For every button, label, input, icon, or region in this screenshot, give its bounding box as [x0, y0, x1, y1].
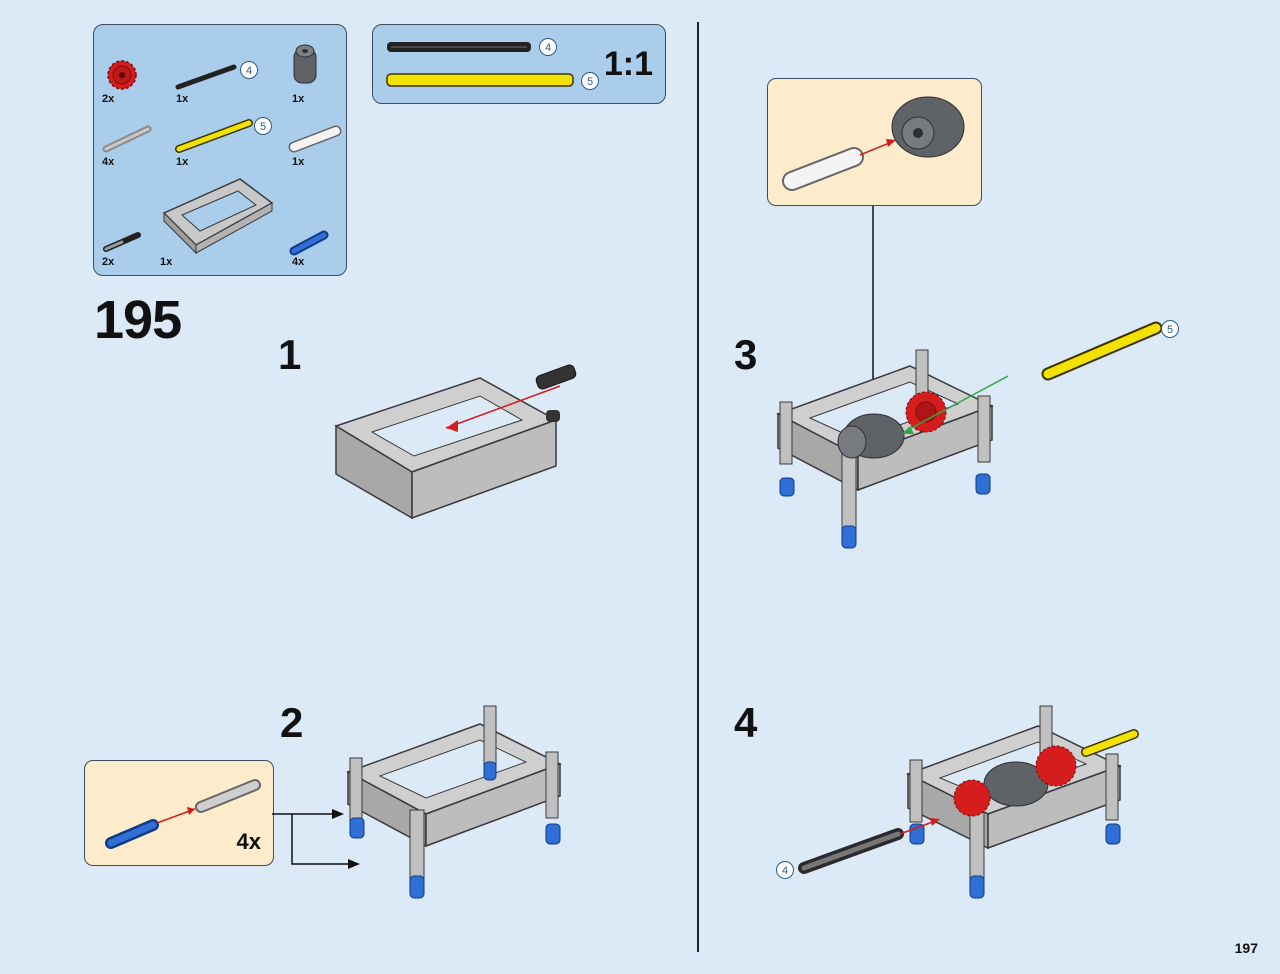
step3-yellow-axle-icon [1041, 321, 1163, 381]
red-gear-icon [107, 60, 137, 90]
blue-pin-icon [289, 230, 329, 256]
part-qty: 1x [176, 93, 189, 105]
blue-pin-assembly-icon [105, 779, 261, 849]
axle-length-label: 5 [1161, 320, 1179, 338]
step2-callout: 4x [84, 760, 274, 866]
part-qty: 4x [292, 256, 305, 268]
page-divider [697, 22, 699, 952]
connector-hub-assembly-icon [782, 96, 965, 191]
parts-list-panel: 2x 4 1x 1x 4x 5 1x 1x 2x 1x [93, 24, 347, 276]
yellow-axle-icon [175, 119, 253, 153]
step1-frame-illustration [334, 364, 577, 520]
part-qty: 4x [102, 156, 115, 168]
black-axle-icon [175, 64, 237, 90]
gray-pin-icon [102, 125, 152, 153]
part-qty: 2x [102, 93, 115, 105]
substep-number: 4 [734, 699, 758, 746]
black-pin-icon [103, 232, 141, 252]
ruler-length-label: 4 [539, 38, 557, 56]
axle-length-label: 5 [254, 117, 272, 135]
part-qty: 1x [176, 156, 189, 168]
substep-number: 2 [280, 699, 304, 746]
part-qty: 1x [292, 93, 305, 105]
substep-number: 1 [278, 331, 302, 378]
page-number: 197 [1234, 940, 1258, 956]
substep-number: 3 [734, 331, 758, 378]
axle-length-label: 4 [776, 861, 794, 879]
step3-assembly-illustration [776, 349, 1009, 549]
black-axle-ruler-icon [387, 42, 531, 52]
step3-callout [767, 78, 982, 206]
part-qty: 1x [292, 156, 305, 168]
page-step-number: 195 [94, 290, 182, 350]
step4-black-axle-icon [798, 818, 940, 874]
step2-frame-legs-illustration [346, 705, 562, 899]
ruler-panel: 4 5 1:1 [372, 24, 666, 104]
scale-label: 1:1 [603, 45, 653, 83]
step2-arrows [272, 809, 360, 869]
yellow-axle-ruler-icon [386, 73, 574, 87]
dark-gray-hub-icon [293, 44, 317, 84]
gray-frame-icon [162, 178, 274, 255]
white-connector-icon [288, 125, 342, 153]
part-qty: 2x [102, 256, 115, 268]
ruler-length-label: 5 [581, 72, 599, 90]
step4-assembly-illustration [906, 705, 1139, 899]
callout-qty: 4x [236, 829, 261, 854]
axle-length-label: 4 [240, 61, 258, 79]
part-qty: 1x [160, 256, 173, 268]
